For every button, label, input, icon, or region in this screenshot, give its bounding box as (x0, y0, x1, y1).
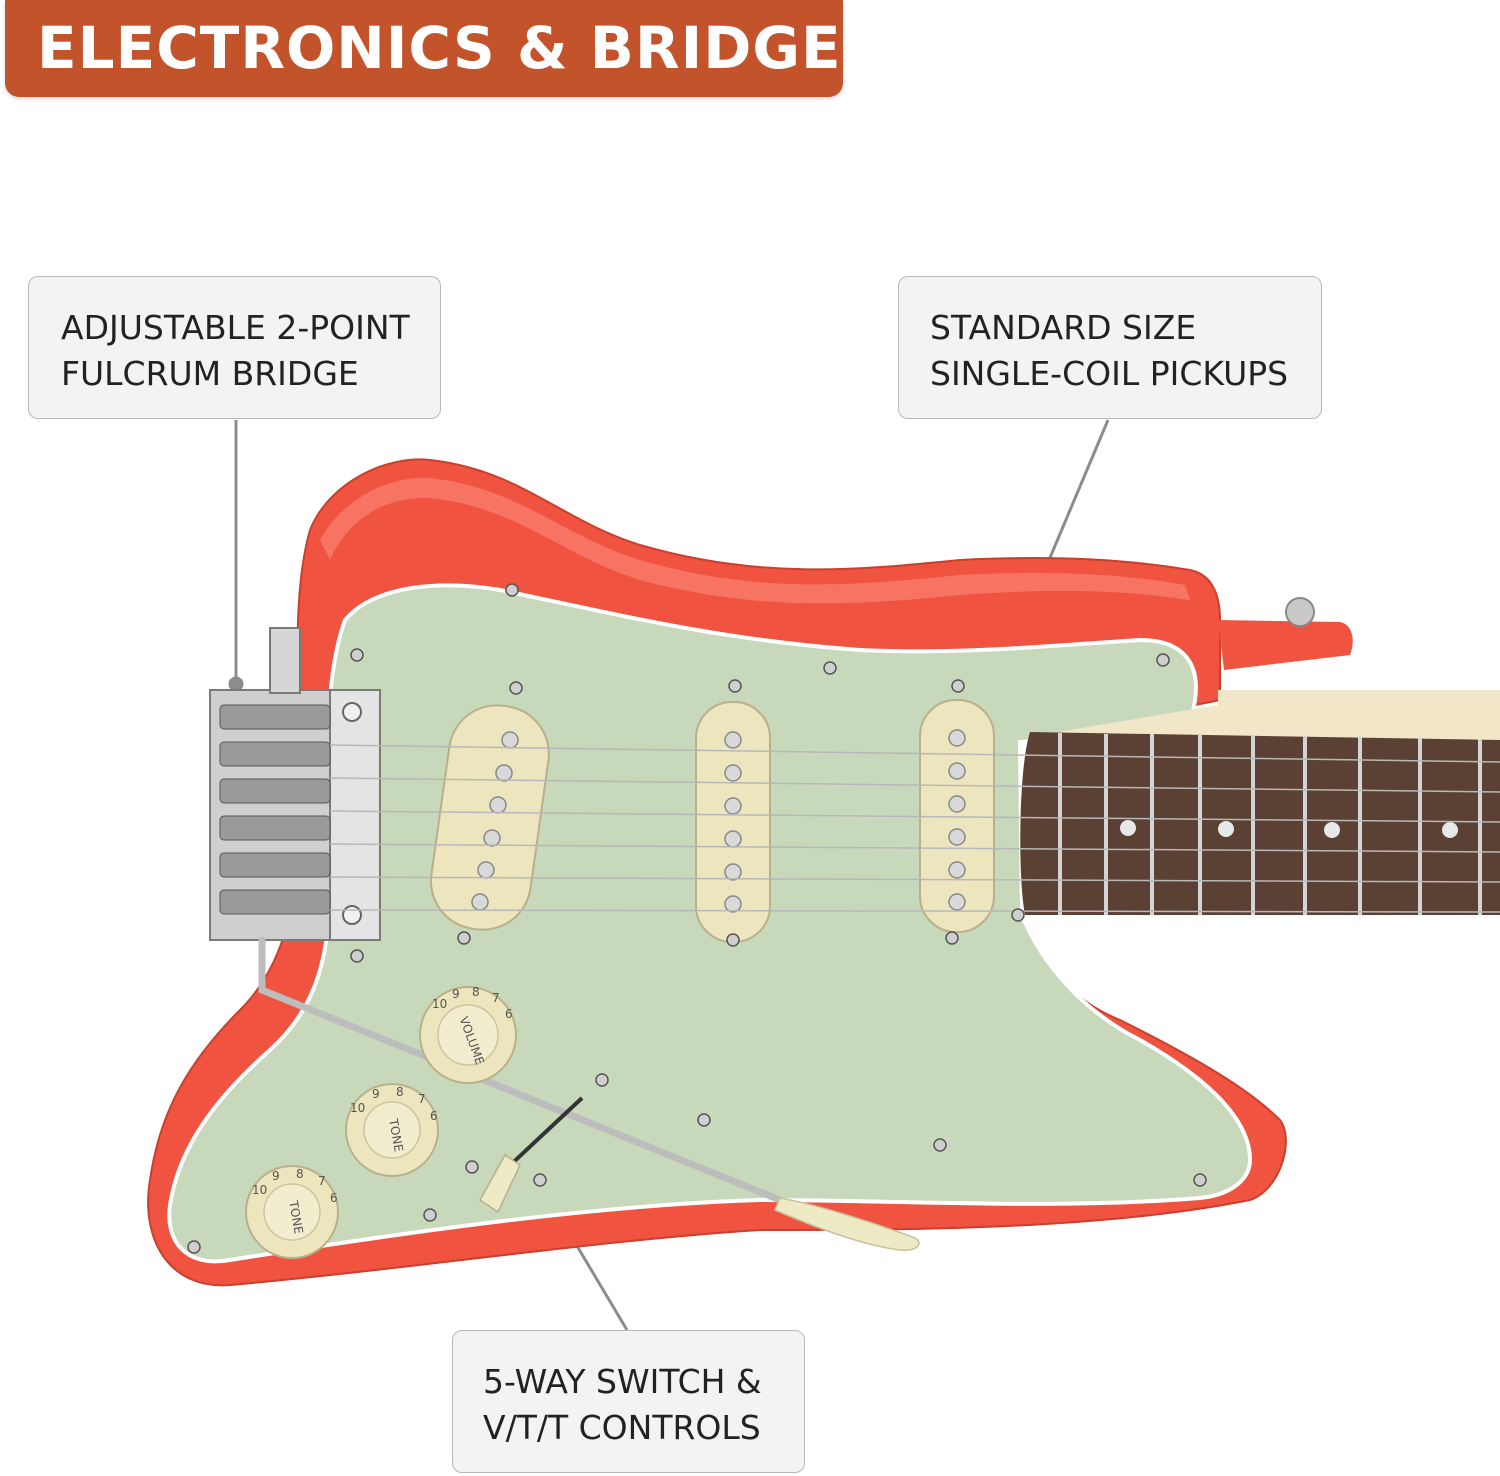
pickguard-screws (187, 583, 1207, 1254)
five-way-switch (479, 1096, 584, 1214)
pickup-neck (919, 699, 995, 933)
tone-knob-1-number-9: 9 (372, 1087, 380, 1101)
strings (329, 744, 1500, 913)
tone-knob-1-number-7: 7 (418, 1092, 426, 1106)
fretboard (1020, 732, 1500, 915)
callout-controls-line2: V/T/T CONTROLS (483, 1408, 761, 1447)
callout-bridge-line1: ADJUSTABLE 2-POINT (61, 308, 410, 347)
volume-knob-number-8: 8 (472, 985, 480, 999)
callout-controls: 5-WAY SWITCH & V/T/T CONTROLS (452, 1330, 805, 1473)
tone-knob-1-label: TONE (386, 1117, 406, 1153)
volume-knob: VOLUME 10 9 8 7 6 (419, 985, 517, 1084)
callout-pickups-line2: SINGLE-COIL PICKUPS (930, 354, 1289, 393)
tone-knob-1-number-8: 8 (396, 1085, 404, 1099)
volume-knob-number-10: 10 (432, 997, 447, 1011)
tone-knob-2-number-10: 10 (252, 1183, 267, 1197)
pickup-middle (695, 701, 771, 943)
tone-knob-2-label: TONE (286, 1199, 306, 1235)
body-top-bevel (320, 477, 1190, 604)
callout-pickups: STANDARD SIZE SINGLE-COIL PICKUPS (898, 276, 1322, 419)
callout-bridge: ADJUSTABLE 2-POINT FULCRUM BRIDGE (28, 276, 441, 419)
tone-knob-1-number-10: 10 (350, 1101, 365, 1115)
volume-knob-number-7: 7 (492, 991, 500, 1005)
volume-knob-number-6: 6 (505, 1007, 513, 1021)
title-banner: ELECTRONICS & BRIDGE (5, 0, 843, 97)
tremolo-arm (258, 936, 920, 1252)
tone-knob-2-number-6: 6 (330, 1191, 338, 1205)
tone-knob-2-number-9: 9 (272, 1169, 280, 1183)
callout-controls-line1: 5-WAY SWITCH & (483, 1362, 762, 1401)
tone-knob-2: TONE 10 9 8 7 6 (245, 1165, 339, 1259)
leader-bridge-dot (228, 676, 244, 692)
frets (1058, 733, 1482, 915)
upper-horn (1218, 620, 1353, 670)
neck-wood (1040, 690, 1500, 740)
callout-bridge-line2: FULCRUM BRIDGE (61, 354, 359, 393)
callout-pickups-line1: STANDARD SIZE (930, 308, 1197, 347)
tone-knob-2-number-8: 8 (296, 1167, 304, 1181)
tone-knob-2-number-7: 7 (318, 1174, 326, 1188)
volume-knob-number-9: 9 (452, 987, 460, 1001)
tremolo-bridge (209, 627, 381, 941)
strap-button (1285, 597, 1315, 627)
fret-markers (1120, 820, 1458, 838)
tone-knob-1-number-6: 6 (430, 1109, 438, 1123)
banner-title: ELECTRONICS & BRIDGE (37, 14, 842, 82)
tone-knob-1: TONE 10 9 8 7 6 (345, 1083, 439, 1177)
